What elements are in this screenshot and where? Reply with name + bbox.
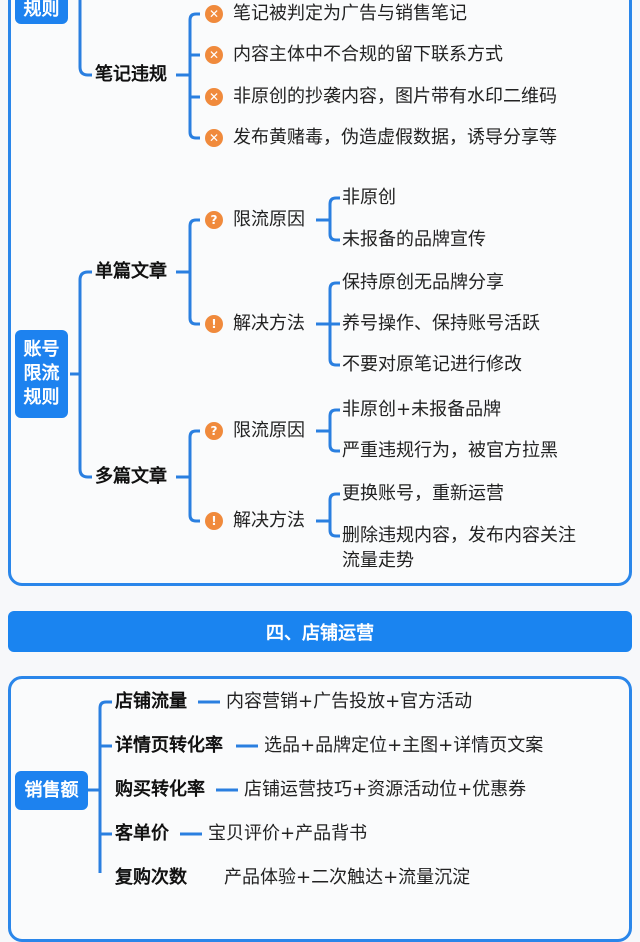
reason-label: 限流原因 [233,420,305,441]
factor-value: 产品体验+二次触达+流量沉淀 [224,867,471,888]
factor-name: 店铺流量 [115,691,187,712]
reason-label: 限流原因 [233,209,305,230]
list-item: 保持原创无品牌分享 [342,272,504,293]
question-circle-icon: ? [205,211,223,229]
multi-article-title: 多篇文章 [95,466,167,487]
sales-label: 销售额 [15,771,88,810]
list-item: 内容主体中不合规的留下联系方式 [233,44,503,65]
list-item: 养号操作、保持账号活跃 [342,313,540,334]
account-limit-label: 账号 限流 规则 [15,330,68,418]
rules-label: 规则 [15,0,68,24]
list-item: 流量走势 [342,550,414,571]
factor-value: 内容营销+广告投放+官方活动 [226,691,473,712]
x-circle-icon: ✕ [205,129,223,147]
connector-lines [70,0,340,873]
list-item: 严重违规行为，被官方拉黑 [342,440,558,461]
list-item: 不要对原笔记进行修改 [342,354,522,375]
list-item: 未报备的品牌宣传 [342,229,486,250]
list-item: 删除违规内容，发布内容关注 [342,525,576,546]
factor-name: 购买转化率 [115,779,205,800]
note-violation-title: 笔记违规 [95,64,167,85]
list-item: 更换账号，重新运营 [342,483,504,504]
account-rules-panel [8,0,632,586]
factor-name: 复购次数 [115,867,187,888]
exclamation-circle-icon: ! [205,315,223,333]
exclamation-circle-icon: ! [205,512,223,530]
list-item: 笔记被判定为广告与销售笔记 [233,3,467,24]
solution-label: 解决方法 [233,510,305,531]
list-item: 非原创+未报备品牌 [342,399,502,420]
x-circle-icon: ✕ [205,46,223,64]
x-circle-icon: ✕ [205,88,223,106]
section-header: 四、店铺运营 [8,611,632,652]
single-article-title: 单篇文章 [95,261,167,282]
factor-name: 详情页转化率 [115,735,223,756]
list-item: 发布黄赌毒，伪造虚假数据，诱导分享等 [233,127,557,148]
factor-value: 店铺运营技巧+资源活动位+优惠券 [244,779,527,800]
solution-label: 解决方法 [233,313,305,334]
list-item: 非原创 [342,187,396,208]
question-circle-icon: ? [205,422,223,440]
factor-value: 宝贝评价+产品背书 [208,823,368,844]
factor-value: 选品+品牌定位+主图+详情页文案 [264,735,544,756]
x-circle-icon: ✕ [205,5,223,23]
factor-name: 客单价 [115,823,169,844]
list-item: 非原创的抄袭内容，图片带有水印二维码 [233,86,557,107]
